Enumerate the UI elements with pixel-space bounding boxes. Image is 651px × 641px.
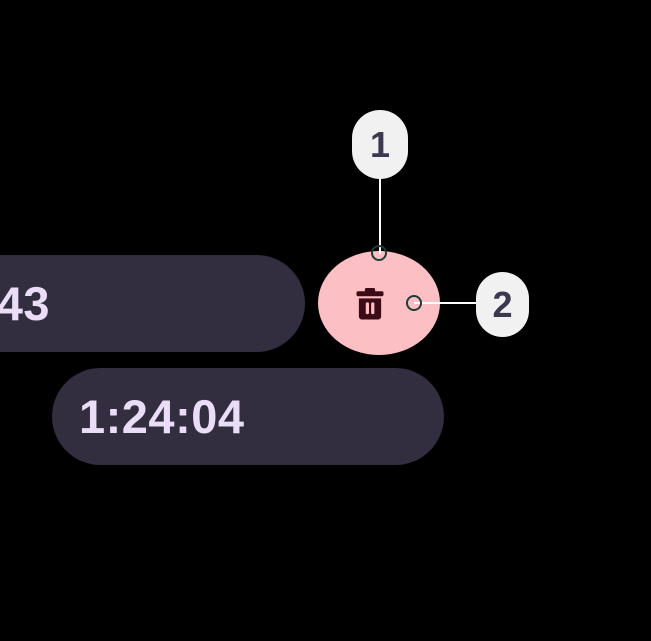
marker-1-connector-line xyxy=(379,150,381,254)
count-pill[interactable]: 43 xyxy=(0,255,305,352)
duration-pill-label: 1:24:04 xyxy=(79,390,245,443)
duration-pill[interactable]: 1:24:04 xyxy=(52,368,444,465)
annotation-marker-2[interactable]: 2 xyxy=(476,272,529,337)
trash-icon xyxy=(355,287,385,320)
marker-2-connector-line xyxy=(414,302,492,304)
marker-2-anchor-dot xyxy=(406,295,422,311)
annotation-marker-1[interactable]: 1 xyxy=(352,110,408,179)
count-pill-label: 43 xyxy=(0,277,50,330)
marker-1-anchor-dot xyxy=(371,245,387,261)
